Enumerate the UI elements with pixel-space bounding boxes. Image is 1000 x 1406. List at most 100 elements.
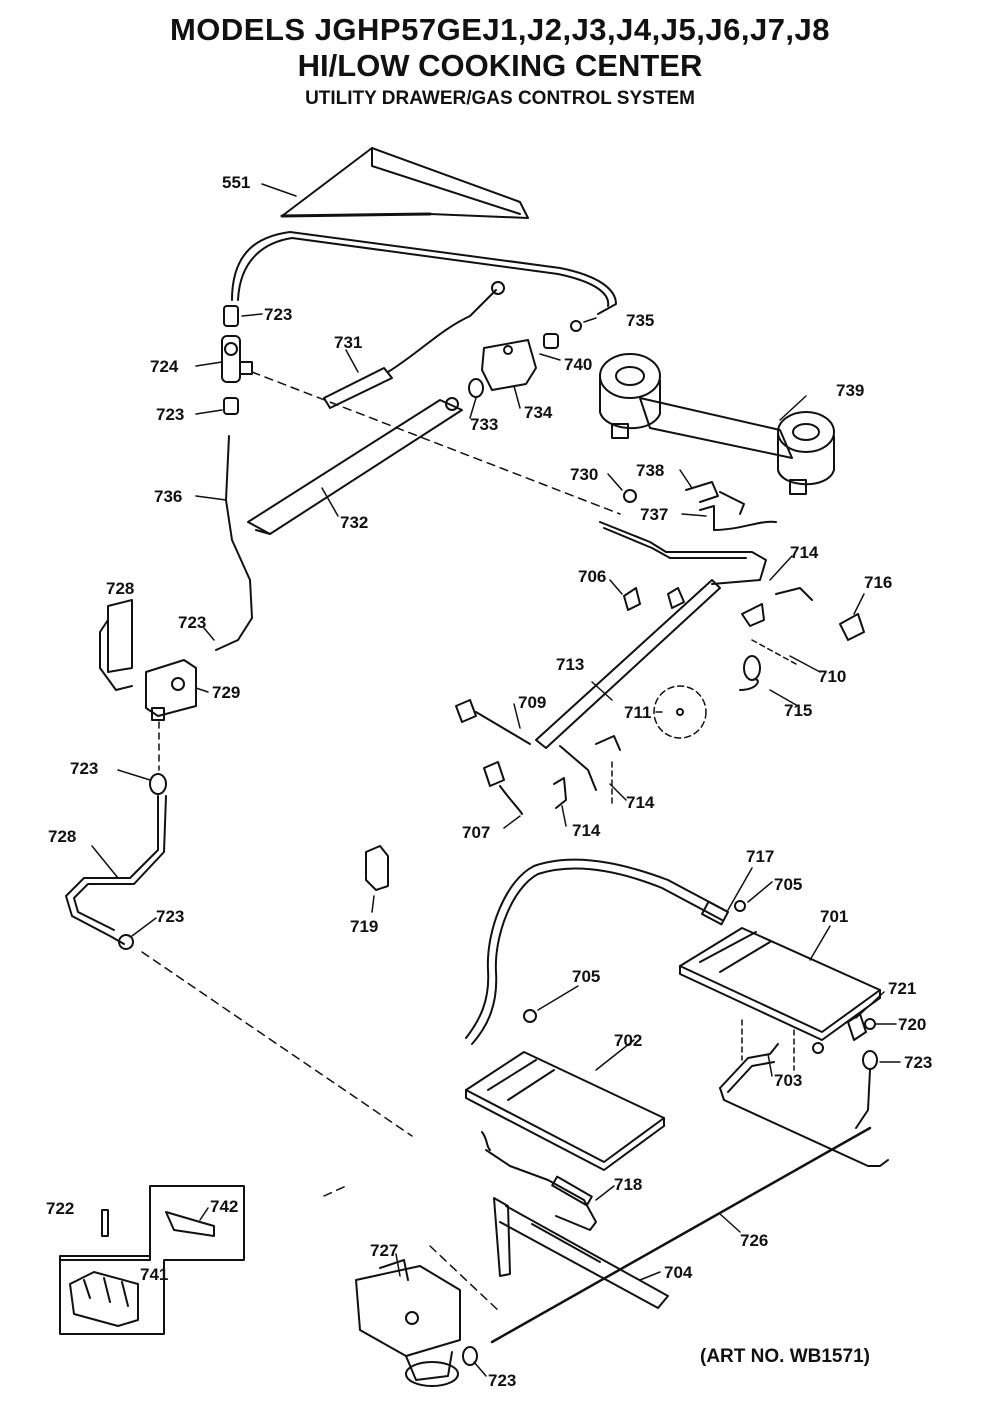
leader-lines [91, 183, 901, 1377]
callout-728: 728 [106, 579, 134, 598]
callout-723: 723 [178, 613, 206, 632]
part-711-disk [653, 685, 707, 739]
callout-723: 723 [904, 1053, 932, 1072]
part-728-bracket [99, 599, 133, 691]
diagram-section-title: UTILITY DRAWER/GAS CONTROL SYSTEM [305, 88, 695, 109]
part-713-manifold [535, 521, 767, 791]
callout-732: 732 [340, 513, 368, 532]
dashed-connector-control [323, 1185, 501, 1313]
callout-718: 718 [614, 1175, 642, 1194]
callout-735: 735 [626, 311, 654, 330]
callout-714: 714 [572, 821, 601, 840]
part-736-vertical-tube [215, 435, 253, 651]
callout-717: 717 [746, 847, 774, 866]
dashed-leader-lower [141, 951, 413, 1137]
callout-723: 723 [488, 1371, 516, 1390]
inset-parts-box [59, 1185, 245, 1335]
part-714-clip-upper [741, 587, 813, 627]
part-723-fitting-bottom [462, 1346, 478, 1366]
callout-736: 736 [154, 487, 182, 506]
part-732-burner [247, 397, 463, 535]
part-727-gas-control [355, 1259, 461, 1387]
part-740-fitting [543, 320, 582, 349]
callout-723: 723 [264, 305, 292, 324]
part-718-burner [481, 1131, 597, 1231]
callout-723: 723 [70, 759, 98, 778]
callout-741: 741 [140, 1265, 168, 1284]
centerline-713 [611, 639, 797, 805]
callout-716: 716 [864, 573, 892, 592]
part-702-burner-pan [465, 1051, 665, 1171]
callout-721: 721 [888, 979, 916, 998]
callout-731: 731 [334, 333, 362, 352]
part-724-tee-fitting [221, 305, 253, 415]
part-729-valve [145, 659, 197, 721]
callout-551: 551 [222, 173, 250, 192]
callout-713: 713 [556, 655, 584, 674]
part-738-clip [685, 481, 745, 515]
callout-715: 715 [784, 701, 812, 720]
part-709-valve [455, 699, 531, 745]
callout-724: 724 [150, 357, 179, 376]
part-707-valve [483, 761, 523, 815]
callout-728: 728 [48, 827, 76, 846]
part-704-tube [493, 1197, 669, 1309]
callout-737: 737 [640, 505, 668, 524]
part-716-clip [839, 613, 865, 641]
part-706-valve [623, 587, 685, 611]
callout-722: 722 [46, 1199, 74, 1218]
part-717-flex-tube [465, 858, 729, 1045]
callout-740: 740 [564, 355, 592, 374]
part-720-fitting [847, 1013, 878, 1129]
part-728-lower-tube [65, 773, 167, 950]
part-730-washer [623, 489, 637, 503]
part-705-screw-right [812, 1042, 824, 1054]
callout-742: 742 [210, 1197, 238, 1216]
part-714-clips-lower [553, 735, 621, 809]
callout-714: 714 [626, 793, 655, 812]
part-734-regulator [481, 339, 537, 391]
part-705-screw-left [523, 1009, 537, 1023]
callout-739: 739 [836, 381, 864, 400]
callout-710: 710 [818, 667, 846, 686]
part-719-sensor [365, 845, 389, 891]
part-701-burner-pan [679, 927, 881, 1041]
callout-707: 707 [462, 823, 490, 842]
part-551-panel [280, 147, 529, 219]
callout-703: 703 [774, 1071, 802, 1090]
callout-704: 704 [664, 1263, 693, 1282]
part-715-spark [739, 655, 761, 691]
callout-729: 729 [212, 683, 240, 702]
callout-727: 727 [370, 1241, 398, 1260]
callout-705: 705 [572, 967, 600, 986]
part-726-gas-tube [490, 1126, 872, 1344]
diagram-subtitle: HI/LOW COOKING CENTER [297, 48, 703, 83]
callout-733: 733 [470, 415, 498, 434]
part-731-thermocouple [323, 281, 505, 409]
callout-734: 734 [524, 403, 553, 422]
part-737-orifice [699, 505, 777, 531]
part-703-burner-tube [719, 1043, 889, 1167]
callout-706: 706 [578, 567, 606, 586]
centerline-703 [741, 1019, 795, 1071]
callout-709: 709 [518, 693, 546, 712]
part-736-upper-tube [231, 231, 617, 315]
callout-705: 705 [774, 875, 802, 894]
callout-730: 730 [570, 465, 598, 484]
callout-719: 719 [350, 917, 378, 936]
part-739-valve-assembly [599, 353, 835, 495]
part-705-screw-upper [734, 900, 746, 912]
callout-labels: 551 723 724 723 736 728 723 729 723 728 … [46, 173, 932, 1390]
callout-726: 726 [740, 1231, 768, 1250]
callout-702: 702 [614, 1031, 642, 1050]
callout-701: 701 [820, 907, 848, 926]
callout-720: 720 [898, 1015, 926, 1034]
callout-723: 723 [156, 907, 184, 926]
callout-714: 714 [790, 543, 819, 562]
callout-738: 738 [636, 461, 664, 480]
diagram-title: MODELS JGHP57GEJ1,J2,J3,J4,J5,J6,J7,J8 [169, 12, 831, 47]
part-733-fitting [468, 378, 484, 398]
art-number: (ART NO. WB1571) [700, 1346, 870, 1367]
callout-723: 723 [156, 405, 184, 424]
